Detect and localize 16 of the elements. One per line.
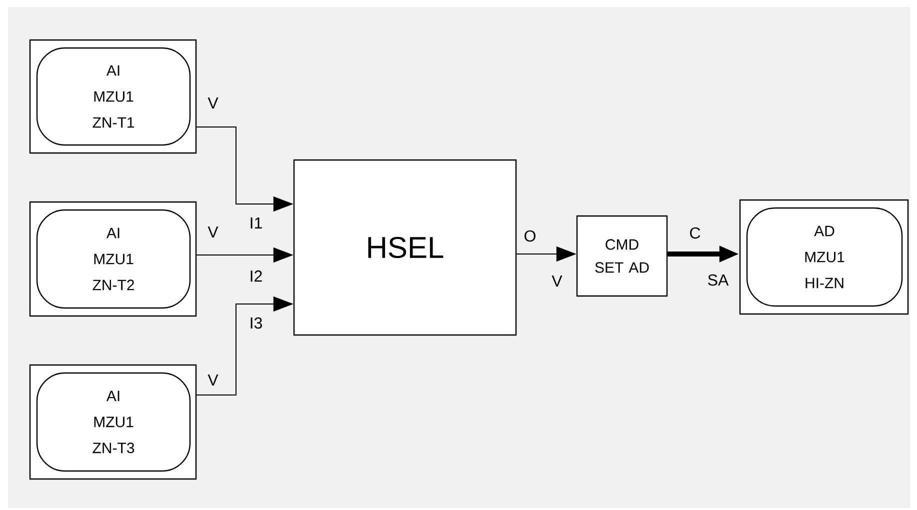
rounded-block: AD MZU1 HI-ZN <box>746 207 903 307</box>
rounded-block: AI MZU1 ZN-T1 <box>36 47 191 146</box>
rounded-block: AI MZU1 ZN-T2 <box>36 209 191 309</box>
signal-label: V <box>208 374 218 386</box>
rounded-block: AI MZU1 ZN-T3 <box>36 372 191 472</box>
signal-label: V <box>208 226 218 238</box>
command-block: CMD SET AD <box>576 215 668 297</box>
signal-label: V <box>552 275 562 286</box>
signal-label: SA <box>708 274 729 286</box>
signal-label: V <box>208 98 218 108</box>
signal-label: I2 <box>250 270 262 282</box>
signal-label: I1 <box>250 217 262 228</box>
signal-label: O <box>524 230 536 242</box>
function-block: HSEL <box>293 159 517 336</box>
signal-label: C <box>690 227 700 239</box>
signal-label: I3 <box>250 317 262 329</box>
